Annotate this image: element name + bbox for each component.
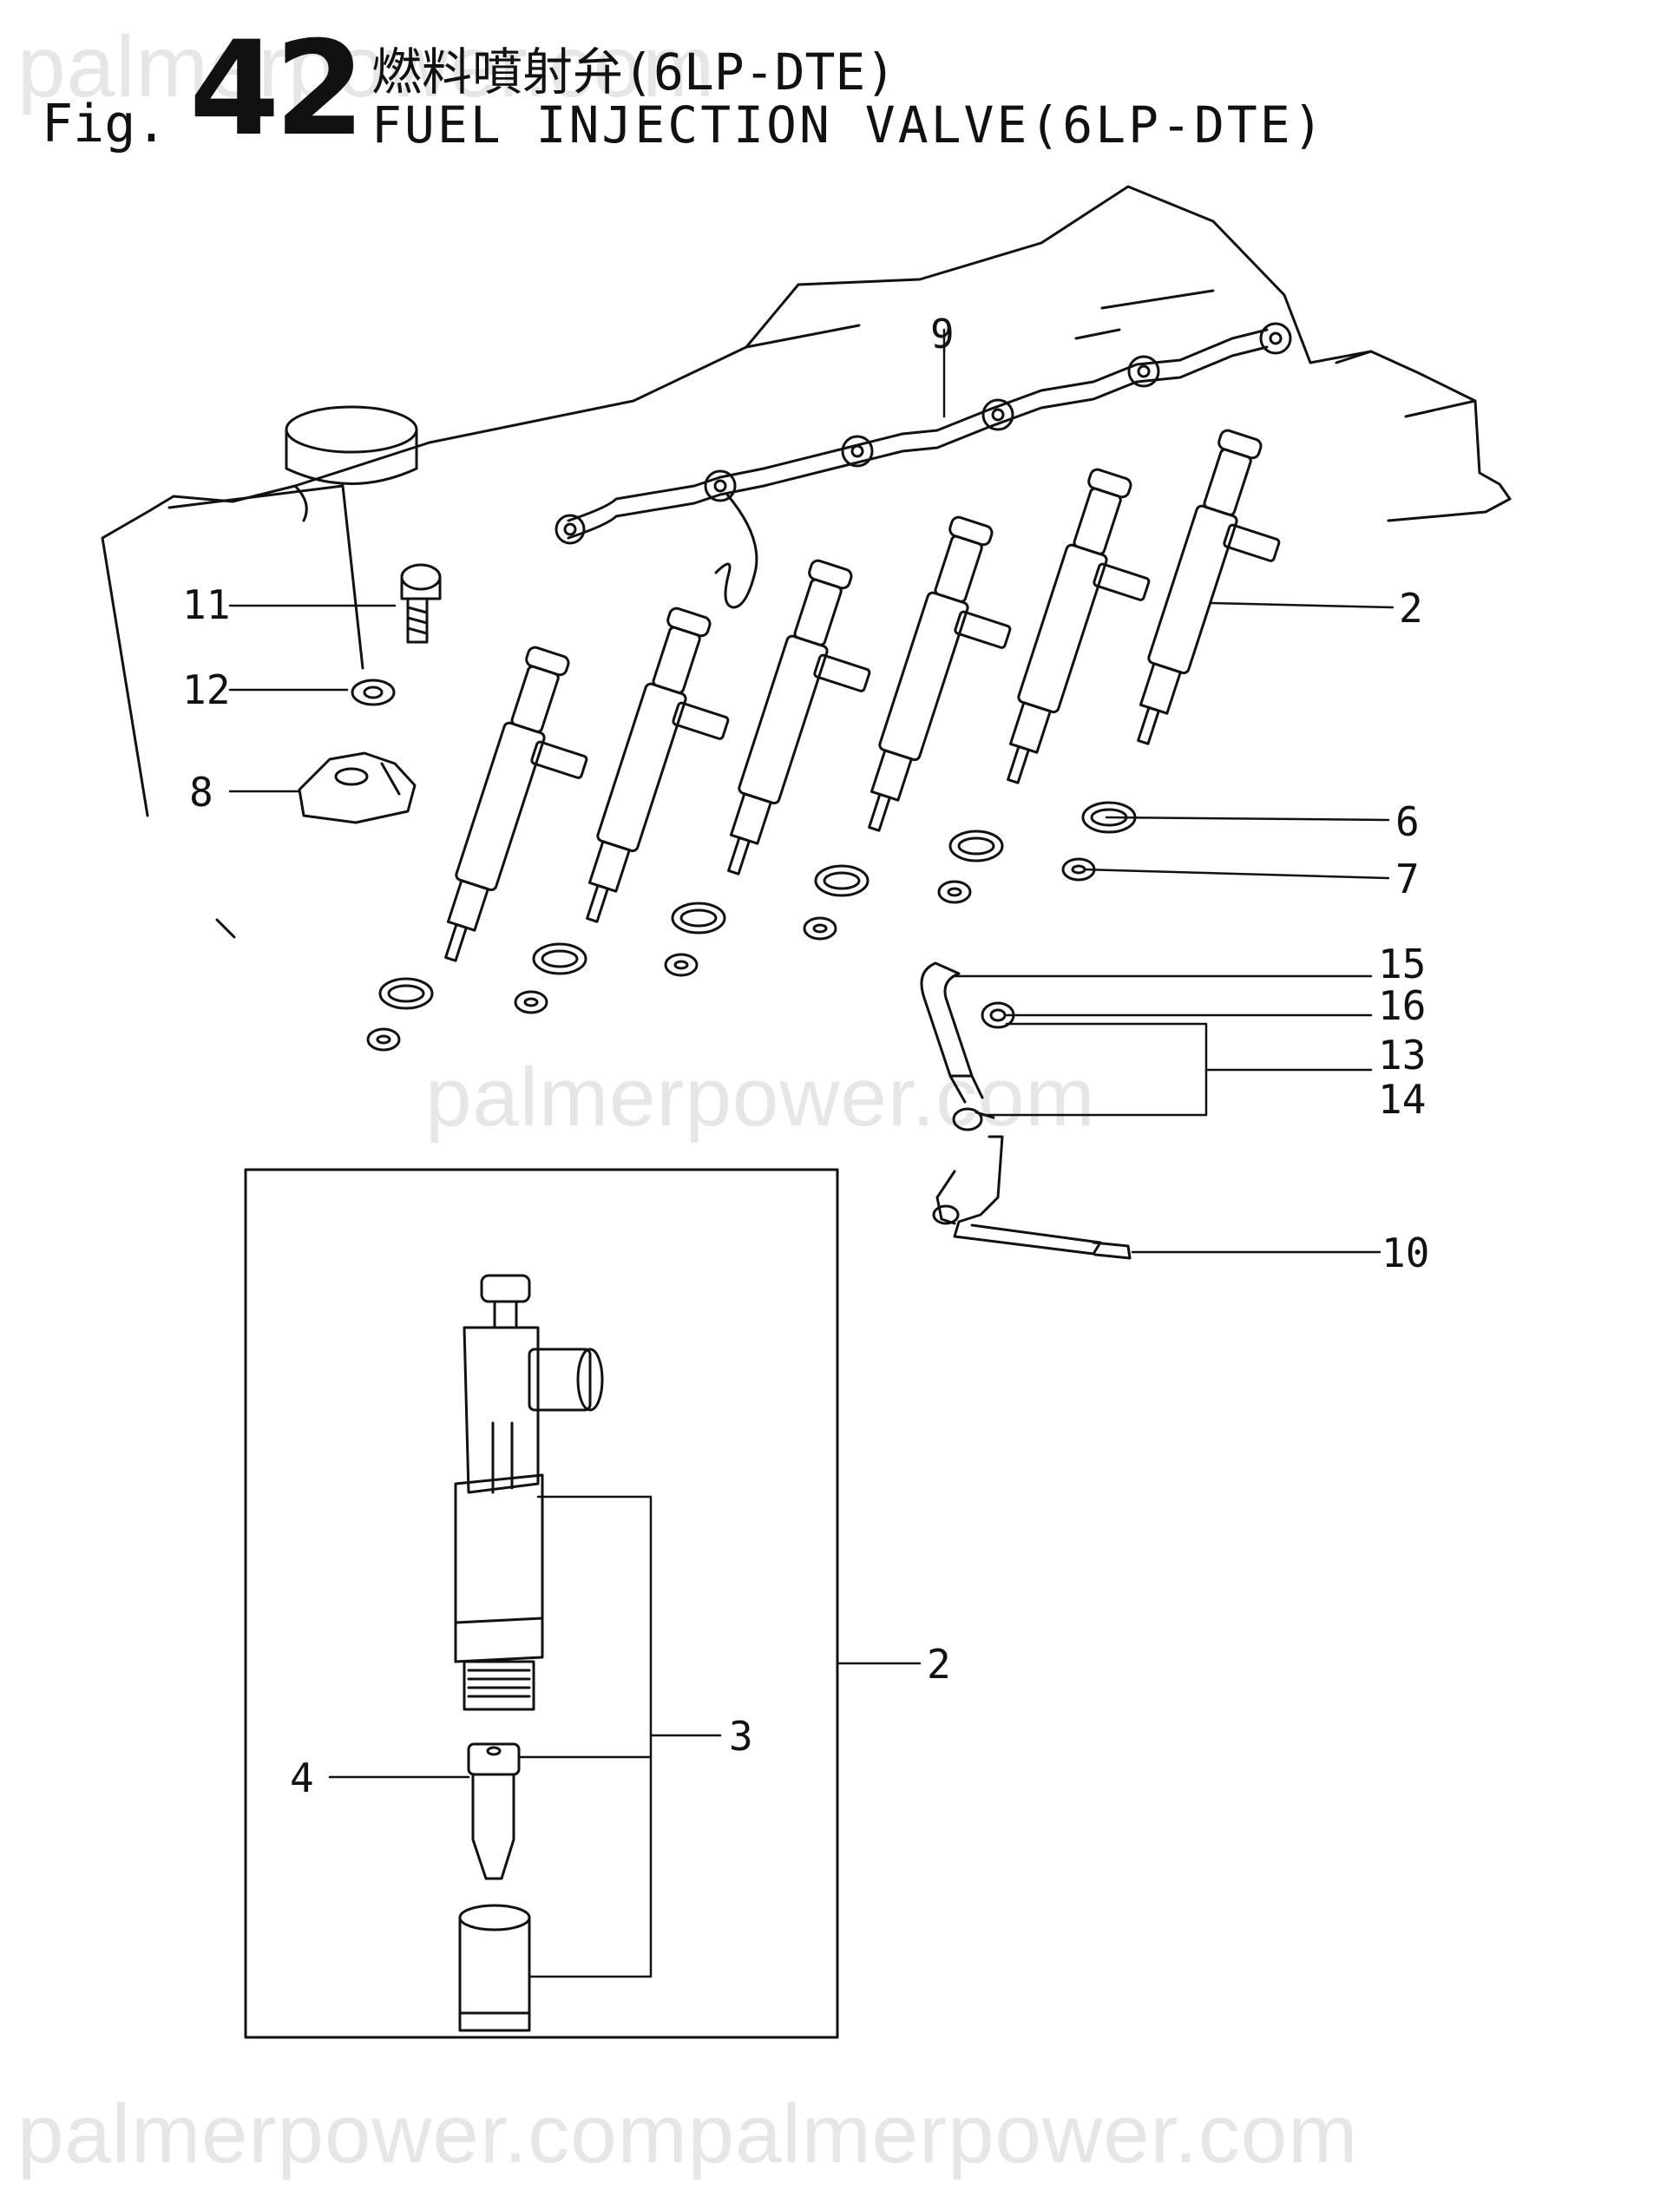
callout-10: 10 [1381, 1230, 1430, 1276]
figure-prefix: Fig. [42, 94, 167, 154]
injector-assembly [572, 607, 756, 941]
injector-assembly [1123, 429, 1307, 763]
callout-8: 8 [189, 769, 213, 816]
callout-4: 4 [290, 1754, 314, 1801]
detail-retaining-nut [460, 1905, 529, 2030]
detail-nozzle [469, 1744, 519, 1879]
bolt-washer [352, 680, 394, 705]
injector-assembly [854, 515, 1038, 849]
injector-assembly [993, 468, 1177, 802]
fuel-return-pipe [556, 324, 1290, 607]
watermark-bottom: palmerpower.compalmerpower.com [17, 2088, 1359, 2181]
watermark-top: palmerpower.com [17, 18, 716, 115]
hose-clip-lower [954, 1109, 994, 1130]
callout-9: 9 [930, 311, 955, 357]
detail-injector-body [456, 1276, 602, 1709]
injector-clamp [299, 753, 415, 823]
callout-13: 13 [1378, 1032, 1427, 1079]
callout-16: 16 [1378, 982, 1427, 1029]
callout-2-top: 2 [1399, 585, 1423, 632]
callout-2-detail: 2 [927, 1641, 951, 1688]
nozzle-gaskets [380, 803, 1135, 1008]
leak-off-hose [922, 963, 982, 1102]
callout-14: 14 [1378, 1076, 1427, 1123]
injector-assembly [713, 559, 897, 893]
callout-7: 7 [1395, 856, 1420, 902]
cylinder-head-outline [102, 187, 1510, 937]
figure-number: 42 [189, 14, 365, 165]
injector-assembly [430, 646, 614, 980]
callout-3: 3 [729, 1713, 753, 1760]
callout-6: 6 [1395, 798, 1420, 845]
leader-lines [230, 330, 1393, 1977]
detail-frame [246, 1170, 837, 2037]
callout-15: 15 [1378, 941, 1427, 987]
leak-off-pipe [934, 1137, 1130, 1258]
callout-12: 12 [182, 666, 231, 713]
callout-11: 11 [182, 581, 231, 628]
figure-title-japanese: 燃料噴射弁(6LP-DTE) [371, 43, 896, 102]
nozzle-seals [368, 859, 1094, 1050]
holder-bolt [402, 565, 440, 642]
figure-title-english: FUEL INJECTION VALVE(6LP-DTE) [371, 95, 1326, 154]
